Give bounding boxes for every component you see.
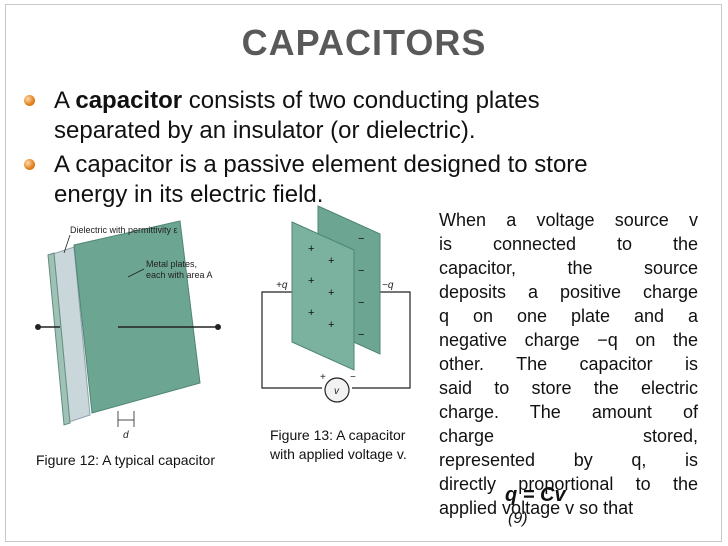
equation-number: (9) [508, 510, 528, 527]
slide-frame [5, 4, 722, 542]
bullet-1-bold: capacitor [75, 87, 183, 114]
bullet-2-dot [24, 159, 35, 170]
formula: q = Cv [505, 484, 566, 506]
source-plus: + [320, 372, 326, 383]
metal-plate-left [47, 252, 71, 426]
slide-title: CAPACITORS [241, 22, 487, 63]
terminal-left [35, 324, 41, 330]
figure-12-diagram: Dielectric with permittivity ε Metal pla… [30, 215, 270, 445]
figure-13-caption-line2: with applied voltage v. [270, 446, 407, 462]
figure-13-diagram: + + + + + + − − − − +q −q v + − [261, 205, 411, 403]
label-d: d [123, 430, 129, 441]
svg-text:+: + [328, 319, 334, 331]
side-text-line: applied voltage v so that [439, 498, 634, 518]
bullet-1-pre: A [54, 87, 76, 114]
label-dielectric: Dielectric with permittivity ε [70, 225, 178, 235]
side-text-line: represented by q, is [439, 450, 698, 470]
side-text-line: negative charge −q on the [439, 330, 698, 350]
circuit-wire-left [261, 291, 322, 389]
bullet-2: A capacitor is a passive element designe… [54, 150, 588, 210]
side-paragraph: When a voltage source v is connected to t… [439, 208, 698, 520]
plate-positive [291, 221, 355, 371]
metal-plate-right [73, 220, 201, 414]
svg-text:+: + [308, 275, 314, 287]
bullet-1-dot [24, 95, 35, 106]
label-v: v [334, 386, 340, 397]
side-text-line: is connected to the [439, 234, 698, 254]
bullet-2-line2: energy in its electric field. [54, 181, 324, 208]
label-plates-1: Metal plates, [146, 259, 197, 269]
svg-text:+: + [308, 243, 314, 255]
svg-text:−: − [358, 329, 364, 341]
svg-text:+: + [328, 287, 334, 299]
pointer-dielectric [63, 234, 71, 254]
side-text-line: deposits a positive charge [439, 282, 698, 302]
side-text-line: charge. The amount of [439, 402, 698, 422]
svg-text:+: + [308, 307, 314, 319]
side-text-line: q on one plate and a [439, 306, 698, 326]
bullet-1: A capacitor consists of two conducting p… [54, 86, 540, 146]
bullet-1-post: consists of two conducting plates [182, 87, 540, 114]
figure-13-caption: Figure 13: A capacitor with applied volt… [270, 426, 407, 464]
svg-text:+: + [328, 255, 334, 267]
side-text-line: When a voltage source v [439, 210, 698, 230]
side-text-line: said to store the electric [439, 378, 698, 398]
positive-charges: + + + + + + [308, 243, 334, 331]
figure-13-caption-line1: Figure 13: A capacitor [270, 427, 406, 443]
terminal-right [215, 324, 221, 330]
side-text-line: charge stored, [439, 426, 698, 446]
svg-text:−: − [358, 233, 364, 245]
bullet-2-line1: A capacitor is a passive element designe… [54, 151, 588, 178]
negative-charges: − − − − [358, 233, 364, 341]
side-text-line: directly proportional to the [439, 474, 698, 494]
source-minus: − [350, 372, 356, 383]
side-text-line: capacitor, the source [439, 258, 698, 278]
pointer-plates [127, 268, 145, 278]
figure-12-caption: Figure 12: A typical capacitor [36, 452, 215, 468]
label-minus-q: −q [382, 280, 394, 291]
label-plates-2: each with area A [146, 270, 213, 280]
svg-text:−: − [358, 297, 364, 309]
svg-text:−: − [358, 265, 364, 277]
label-plus-q: +q [276, 280, 288, 291]
circuit-wire-right [352, 291, 411, 389]
voltage-source [324, 377, 350, 403]
bullet-1-line2: separated by an insulator (or dielectric… [54, 117, 476, 144]
side-text-line: other. The capacitor is [439, 354, 698, 374]
